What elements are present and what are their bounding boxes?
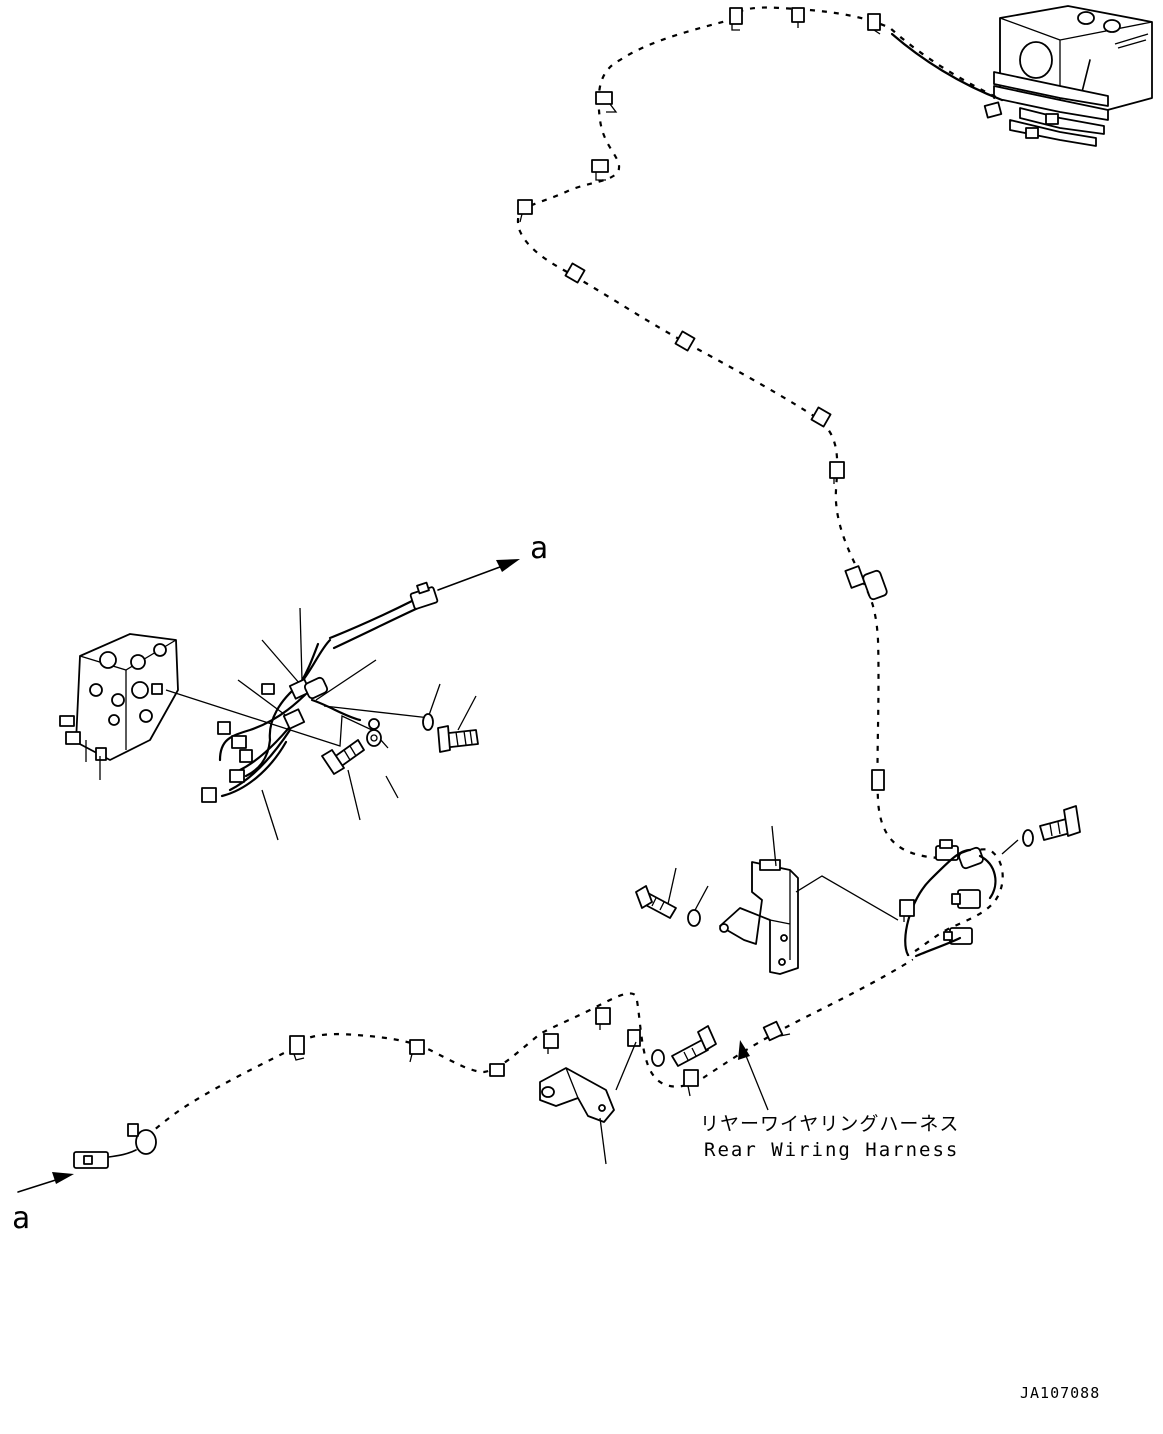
bolt-icon (671, 1025, 717, 1067)
drawing-id: JA107088 (1020, 1384, 1100, 1402)
clamp-icon (683, 1069, 699, 1097)
arrow-icon (496, 559, 520, 572)
clamp-icon (674, 330, 696, 352)
clamp-icon (409, 1039, 425, 1063)
clamp-icon (517, 199, 533, 223)
left-harness-bundle (201, 638, 380, 803)
washer-icon (422, 713, 434, 731)
clamp-icon (762, 1020, 791, 1042)
clamp-icon (595, 1007, 611, 1030)
bracket-icon (719, 859, 799, 975)
clamp-icon (810, 406, 832, 428)
control-valve-block (59, 633, 179, 780)
washer-icon (651, 1049, 665, 1067)
clamp-icon (867, 13, 881, 35)
connector-icon (73, 1151, 109, 1169)
arrow-icon (52, 1172, 74, 1184)
washer-icon (1022, 829, 1034, 847)
clamp-icon (899, 899, 915, 922)
leader-lines-right (667, 825, 1019, 921)
clamp-icon (489, 1063, 505, 1077)
bracket-icon (539, 1041, 637, 1165)
clamp-icon (844, 565, 866, 589)
clamp-icon (543, 1033, 559, 1054)
connector-icon (862, 569, 888, 601)
bolt-icon (437, 725, 479, 753)
clamp-icon (871, 769, 885, 791)
arrow-a-bottom: a (12, 1172, 74, 1236)
clamp-icon (627, 1029, 641, 1047)
clamp-icon (829, 461, 845, 484)
bolt-icon (635, 885, 677, 919)
washer-icon (687, 909, 701, 927)
clamp-icon (591, 159, 609, 181)
harness-label-jp: リヤーワイヤリングハーネス (700, 1113, 959, 1135)
arrow-a-top: a (437, 531, 548, 591)
harness-label-en: Rear Wiring Harness (704, 1139, 959, 1161)
harness-tail-left (73, 1149, 137, 1169)
clamp-icon (595, 91, 618, 113)
main-harness-lower-run (140, 958, 914, 1142)
arrow-label-a-top: a (530, 531, 548, 566)
clamp-icon (791, 7, 805, 28)
connector-icon (951, 889, 981, 909)
leader-lines-left (165, 607, 477, 841)
harness-clamps-lower (127, 899, 915, 1155)
rear-harness-callout: リヤーワイヤリングハーネス Rear Wiring Harness (700, 1040, 959, 1161)
arrow-label-a-bottom: a (12, 1201, 30, 1236)
connector-icon (943, 927, 973, 945)
washer-icon (366, 729, 382, 747)
harness-clamps-upper (517, 7, 984, 945)
upper-component-assembly (983, 5, 1153, 147)
bolt-icon (321, 739, 365, 775)
main-harness-upper-run (515, 5, 1005, 958)
clamp-icon (289, 1035, 305, 1061)
connector-icon (127, 1123, 157, 1155)
bolt-icon (1039, 805, 1081, 841)
harness-branch-right (904, 848, 997, 958)
clamp-icon (729, 7, 743, 31)
connector-icon (935, 839, 959, 861)
clamp-icon (564, 262, 586, 284)
connector-top-left (328, 581, 439, 650)
arrow-icon (738, 1040, 750, 1060)
